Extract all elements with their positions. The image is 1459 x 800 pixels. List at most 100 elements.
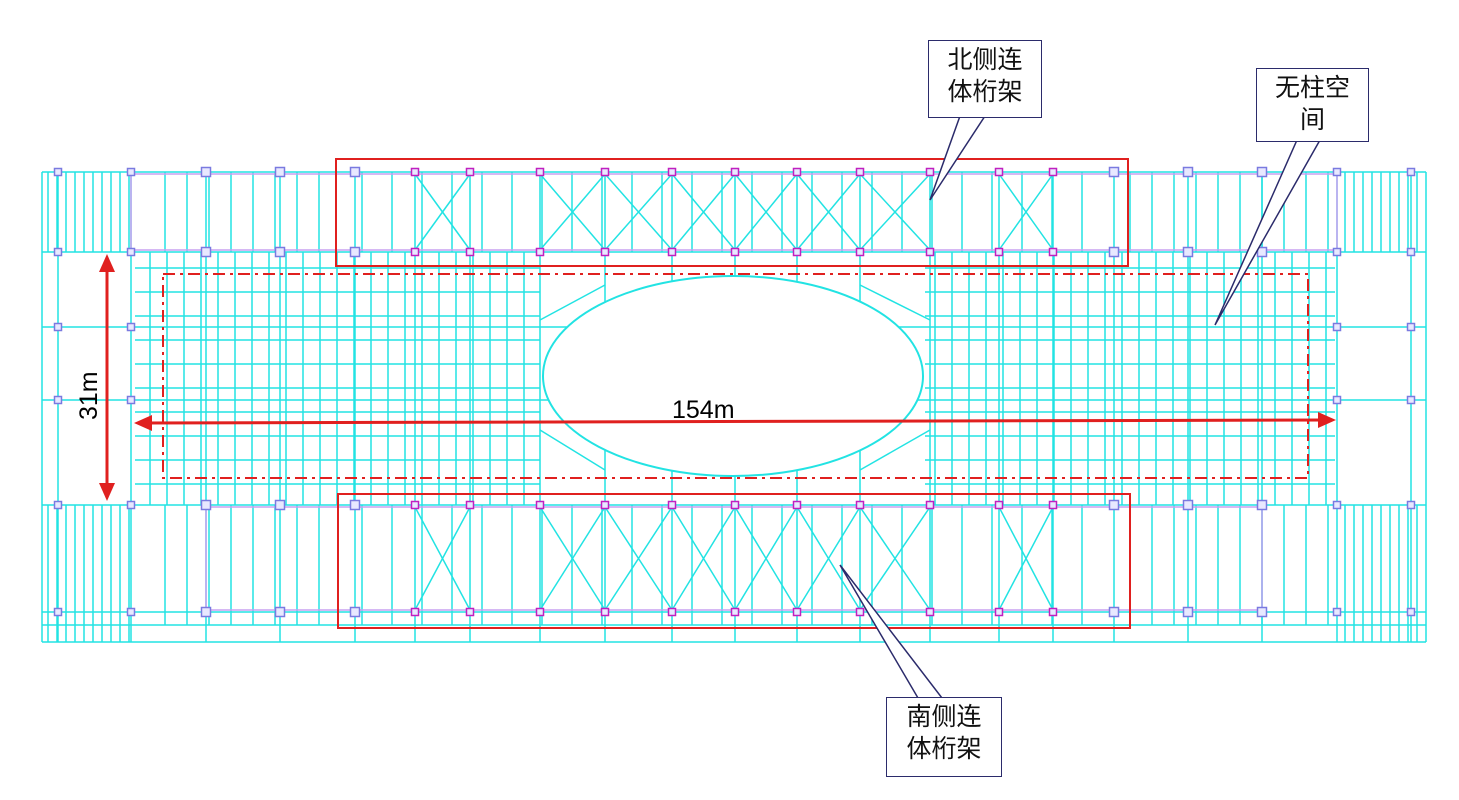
truss-node <box>535 607 545 617</box>
brace-line <box>414 506 471 611</box>
column-node <box>349 499 361 511</box>
callout-leaders <box>839 115 1322 699</box>
truss-node <box>925 167 935 177</box>
truss-node <box>667 247 677 257</box>
brace-line <box>796 173 861 251</box>
truss-node <box>535 167 545 177</box>
truss-node <box>855 500 865 510</box>
truss-node <box>1048 607 1058 617</box>
truss-node <box>667 167 677 177</box>
brace-line <box>604 173 673 251</box>
column-node <box>1406 167 1416 177</box>
column-node <box>126 395 136 405</box>
column-node <box>1332 500 1342 510</box>
column-node <box>53 500 63 510</box>
column-node <box>1332 395 1342 405</box>
south-truss-callout: 南侧连 体桁架 <box>886 697 1002 777</box>
truss-node <box>792 500 802 510</box>
truss-bracing <box>414 173 1054 611</box>
column-node <box>200 246 212 258</box>
column-node <box>53 395 63 405</box>
truss-node <box>410 607 420 617</box>
column-node <box>200 499 212 511</box>
column-node <box>53 322 63 332</box>
truss-node <box>855 607 865 617</box>
south-truss-highlight <box>337 493 1131 629</box>
truss-node <box>730 247 740 257</box>
brace-line <box>859 173 931 251</box>
brace-line <box>539 284 606 321</box>
truss-node <box>410 247 420 257</box>
column-node <box>1406 607 1416 617</box>
truss-node <box>1048 247 1058 257</box>
truss-node <box>465 500 475 510</box>
north-truss-callout: 北侧连 体桁架 <box>928 40 1042 118</box>
north-truss-highlight <box>335 158 1129 267</box>
truss-node <box>667 607 677 617</box>
column-node <box>200 166 212 178</box>
column-nodes <box>53 166 1416 618</box>
brace-line <box>734 173 798 251</box>
column-node <box>1256 606 1268 618</box>
truss-node <box>925 500 935 510</box>
column-node <box>1182 166 1194 178</box>
column-node <box>200 606 212 618</box>
truss-node <box>465 167 475 177</box>
column-node <box>1182 499 1194 511</box>
column-node <box>349 166 361 178</box>
truss-node <box>600 500 610 510</box>
column-node <box>1108 606 1120 618</box>
truss-node <box>994 607 1004 617</box>
truss-node <box>925 247 935 257</box>
truss-node <box>730 167 740 177</box>
truss-node <box>994 500 1004 510</box>
column-node <box>274 606 286 618</box>
brace-line <box>414 173 471 251</box>
truss-node <box>465 247 475 257</box>
width-dimension: 31m <box>75 254 115 501</box>
column-node <box>1182 606 1194 618</box>
column-node <box>126 607 136 617</box>
column-node <box>1108 166 1120 178</box>
column-node <box>1332 247 1342 257</box>
brace-line <box>796 506 861 611</box>
column-node <box>126 322 136 332</box>
column-node <box>1108 499 1120 511</box>
truss-node <box>410 167 420 177</box>
truss-node <box>855 167 865 177</box>
column-node <box>1406 322 1416 332</box>
column-node <box>53 247 63 257</box>
brace-line <box>539 506 606 611</box>
structure-grid <box>41 171 1427 643</box>
brace-line <box>671 173 736 251</box>
truss-node <box>1048 500 1058 510</box>
column-node <box>1256 499 1268 511</box>
truss-node <box>600 167 610 177</box>
truss-node <box>994 167 1004 177</box>
truss-node <box>855 247 865 257</box>
column-node <box>126 247 136 257</box>
truss-node <box>730 500 740 510</box>
column-node <box>1256 166 1268 178</box>
truss-node <box>730 607 740 617</box>
truss-node <box>535 500 545 510</box>
brace-line <box>604 506 673 611</box>
truss-node <box>667 500 677 510</box>
column-node <box>1108 246 1120 258</box>
length-label: 154m <box>672 396 735 424</box>
truss-node <box>600 607 610 617</box>
column-node <box>349 606 361 618</box>
column-node <box>1256 246 1268 258</box>
column-node <box>349 246 361 258</box>
width-label: 31m <box>75 371 103 420</box>
column-node <box>53 607 63 617</box>
truss-node <box>792 167 802 177</box>
brace-line <box>998 173 1054 251</box>
brace-line <box>859 429 931 471</box>
column-node <box>1332 607 1342 617</box>
column-free-space-callout: 无柱空 间 <box>1256 68 1369 142</box>
column-node <box>53 167 63 177</box>
column-node <box>1332 167 1342 177</box>
brace-line <box>539 429 606 471</box>
